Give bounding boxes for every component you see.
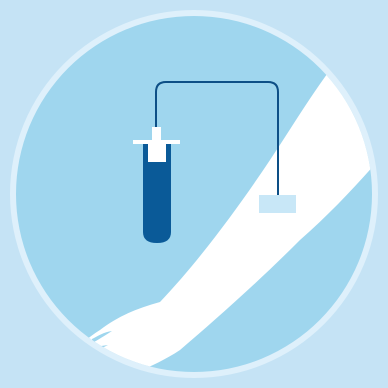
tube-cap-bar [133,140,180,144]
needle-adhesive-pad-icon [259,195,296,213]
tube-cap-nub [152,127,161,140]
tube-stopper [148,144,166,162]
